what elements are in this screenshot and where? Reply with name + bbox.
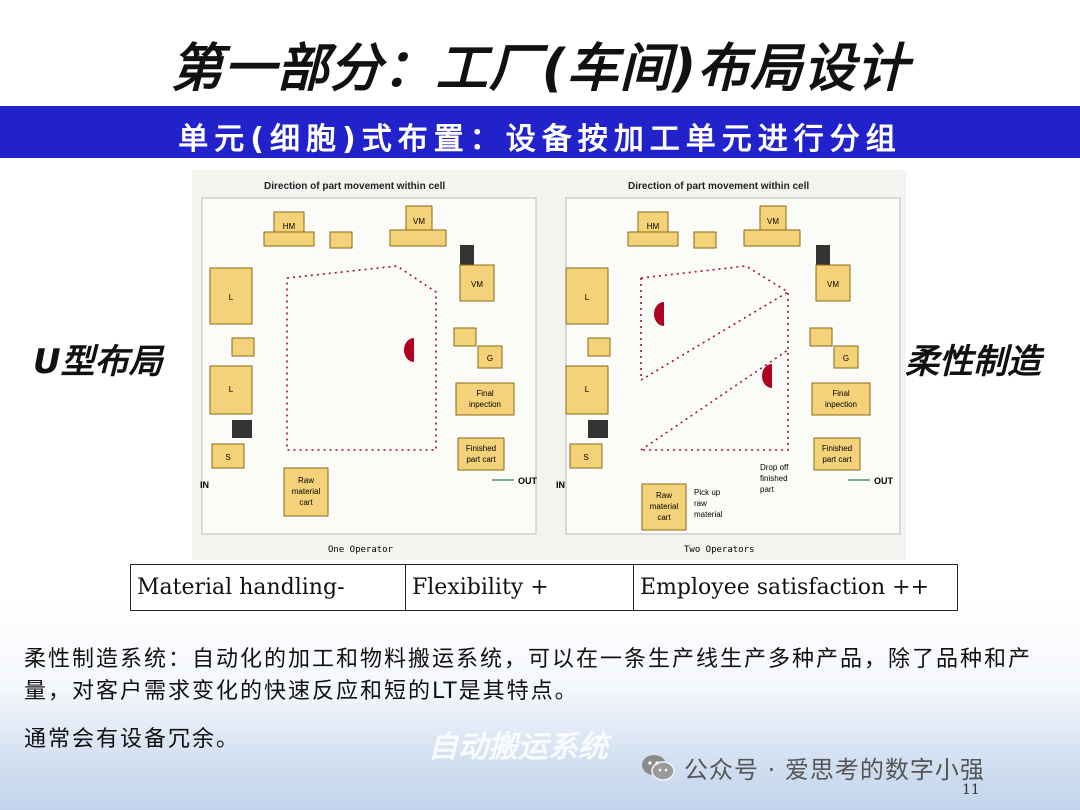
right-l1-label: L — [585, 293, 590, 302]
right-out-label: OUT — [874, 476, 894, 486]
left-caption: One Operator — [328, 545, 394, 555]
left-machine-l1 — [209, 267, 253, 325]
left-finished-line1: Finished — [466, 444, 496, 453]
left-machine-l2 — [209, 365, 253, 415]
comparison-employee-satisfaction: Employee satisfaction ++ — [640, 575, 930, 600]
right-dropoff-line2: finished — [760, 474, 788, 483]
left-dark-block — [460, 245, 474, 265]
right-dropoff-line1: Drop off — [760, 463, 789, 472]
left-raw-cart — [283, 467, 329, 517]
wechat-icon — [642, 754, 675, 781]
left-hm-label: HM — [283, 222, 296, 231]
right-panel-header: Direction of part movement within cell — [628, 181, 809, 192]
right-raw-line3: cart — [657, 513, 671, 522]
left-in-label: IN — [200, 480, 209, 490]
right-operator-icon-2 — [762, 364, 772, 388]
right-raw-line1: Raw — [656, 491, 672, 500]
subtitle-band — [0, 106, 1080, 158]
wechat-account-label: 公众号 · 爱思考的数字小强 — [684, 756, 985, 784]
left-machine-vm-right — [459, 264, 495, 302]
left-panel-header: Direction of part movement within cell — [264, 181, 445, 192]
right-g-label: G — [843, 354, 849, 363]
right-finished-cart — [813, 437, 861, 471]
right-final-line2: inpection — [825, 400, 857, 409]
right-pickup-line1: Pick up — [694, 488, 721, 497]
left-vm-top-label: VM — [413, 217, 425, 226]
right-finished-line2: part cart — [822, 455, 852, 464]
comparison-table: Material handling- Flexibility + Employe… — [130, 564, 958, 611]
right-diag-path-1 — [640, 278, 789, 382]
right-final-line1: Final — [832, 389, 850, 398]
right-pickup-line3: material — [694, 510, 723, 519]
right-in-label: IN — [556, 480, 565, 490]
slide-title: 第一部分：工厂(车间)布局设计 — [170, 39, 910, 99]
paragraph-redundancy: 通常会有设备冗余。 — [24, 727, 241, 752]
right-operator-icon-1 — [654, 302, 664, 326]
left-raw-line2: material — [292, 487, 321, 496]
page-number: 11 — [962, 782, 980, 798]
right-final-inspection — [811, 382, 871, 416]
left-raw-line1: Raw — [298, 476, 314, 485]
right-vm-top-label: VM — [767, 217, 779, 226]
right-l2-label: L — [585, 385, 590, 394]
left-final-inspection — [455, 382, 515, 416]
right-panel: Direction of part movement within cell H… — [556, 181, 901, 555]
right-machine-s — [569, 443, 603, 469]
right-machine-l1 — [565, 267, 609, 325]
left-g-label: G — [487, 354, 493, 363]
left-operator-icon — [404, 338, 414, 362]
right-side-label: 柔性制造 — [905, 342, 1041, 382]
right-caption: Two Operators — [684, 545, 754, 555]
slide-subtitle: 单元(细胞)式布置：设备按加工单元进行分组 — [178, 122, 902, 157]
paragraph-flexible-manufacturing: 柔性制造系统：自动化的加工和物料搬运系统，可以在一条生产线生产多种产品，除了品种… — [24, 647, 1033, 704]
left-operator-path — [286, 265, 437, 451]
left-machine-g — [477, 345, 503, 369]
left-side-label: U型布局 — [33, 342, 163, 382]
comparison-material-handling: Material handling- — [131, 565, 406, 610]
cell-layout-diagram: Direction of part movement within cell H… — [192, 170, 906, 560]
right-s-label: S — [583, 453, 588, 462]
left-s-label: S — [225, 453, 230, 462]
left-machine-s — [211, 443, 245, 469]
left-l1-label: L — [229, 293, 234, 302]
wechat-account-badge: 公众号 · 爱思考的数字小强 — [640, 750, 985, 785]
right-finished-line1: Finished — [822, 444, 852, 453]
right-hm-label: HM — [647, 222, 660, 231]
right-machine-vm-right — [815, 264, 851, 302]
left-final-line2: inpection — [469, 400, 501, 409]
left-l2-label: L — [229, 385, 234, 394]
right-raw-line2: material — [650, 502, 679, 511]
right-dropoff-line3: part — [760, 485, 775, 494]
right-vm-right-label: VM — [827, 280, 839, 289]
left-final-line1: Final — [476, 389, 494, 398]
comparison-flexibility: Flexibility + — [406, 565, 634, 610]
left-machine-vm-top — [405, 205, 433, 235]
left-raw-line3: cart — [299, 498, 313, 507]
right-raw-cart — [641, 483, 687, 531]
background-watermark-text: 自动搬运系统 — [428, 730, 608, 765]
right-machine-g — [833, 345, 859, 369]
right-machine-l2 — [565, 365, 609, 415]
left-finished-line2: part cart — [466, 455, 496, 464]
left-panel: Direction of part movement within cell H… — [200, 181, 538, 555]
left-vm-right-label: VM — [471, 280, 483, 289]
right-pickup-line2: raw — [694, 499, 707, 508]
left-out-label: OUT — [518, 476, 538, 486]
left-finished-cart — [457, 437, 505, 471]
